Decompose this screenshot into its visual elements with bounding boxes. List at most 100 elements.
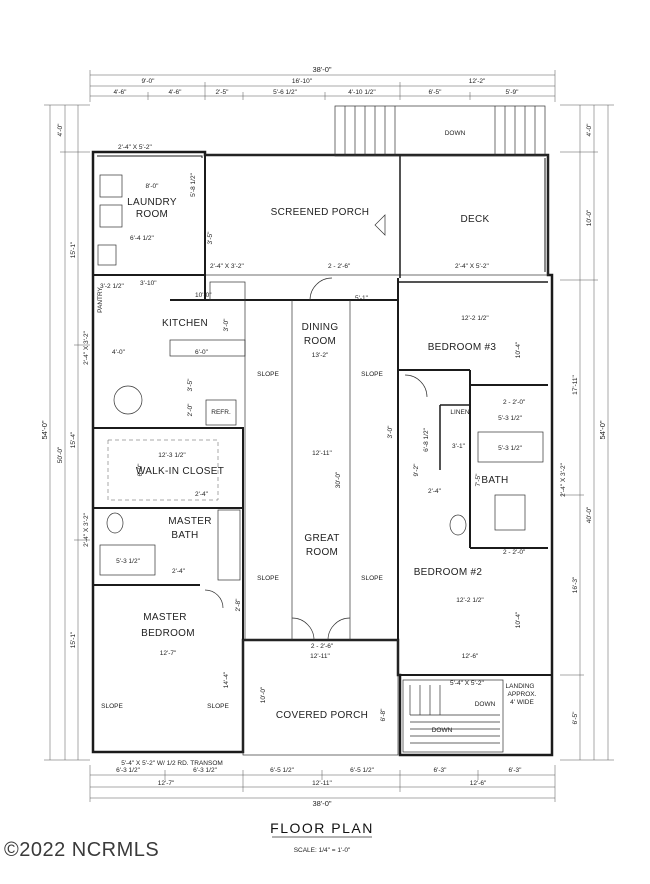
- dim-kitchen-e: 2'-0": [187, 403, 194, 417]
- dim-top-d4: 5'-6 1/2": [273, 89, 297, 96]
- dim-top-a: 9'-0": [142, 78, 156, 85]
- dim-porch-door: 2 - 2'-6": [328, 263, 351, 270]
- dim-r6: 2'-4": [428, 488, 442, 495]
- dim-win-2: 2'-4" X 3'-2": [210, 263, 245, 270]
- dim-bedroom3-door: 5'-1": [355, 295, 369, 302]
- dim-kitchen-d: 3'-5": [187, 378, 194, 392]
- note-slope-2: SLOPE: [361, 371, 383, 378]
- room-label-dining-2: ROOM: [304, 336, 336, 347]
- right-dimension-lines: [560, 104, 614, 761]
- dim-mb3: 2'-8": [235, 598, 242, 612]
- dim-r3: 3'-1": [452, 443, 466, 450]
- dim-laundry-h: 5'-8 1/2": [190, 172, 197, 196]
- dim-bot-c: 12'-6": [470, 780, 487, 787]
- dim-tub-3: 5'-3 1/2": [498, 415, 522, 422]
- laundry-sink: [97, 244, 117, 266]
- dim-kitchen-a: 4'-0": [112, 349, 126, 356]
- room-label-bedroom-2: BEDROOM #2: [414, 567, 483, 578]
- dim-covered-porch-d: 6'-8": [380, 708, 387, 722]
- dim-kitchen-c: 3'-0": [223, 318, 230, 332]
- note-slope-6: SLOPE: [207, 703, 229, 710]
- dim-down-window: 5'-4" X 5'-2": [450, 680, 485, 687]
- front-double-door: [291, 617, 351, 641]
- note-slope-4: SLOPE: [361, 575, 383, 582]
- dim-mb2: 2'-4": [172, 568, 186, 575]
- dim-bath-h: 7'-5": [475, 473, 482, 487]
- door-dining: [309, 277, 333, 301]
- dim-right-e: 16'-3": [572, 576, 579, 593]
- dim-tub-1: 5'-3 1/2": [116, 558, 140, 565]
- note-slope-1: SLOPE: [257, 371, 279, 378]
- dim-right-a: 4'-0": [586, 123, 593, 137]
- room-label-laundry: LAUNDRY: [127, 197, 177, 208]
- door-master: [204, 589, 224, 609]
- interior-walls: [92, 155, 552, 756]
- note-landing-2: APPROX.: [508, 691, 537, 698]
- dim-top-total: 38'-0": [312, 65, 331, 74]
- dim-right-b: 10'-0": [586, 209, 593, 226]
- dim-covered-porch-h: 10'-0": [260, 686, 267, 703]
- mls-watermark: ©2022 NCRMLS: [4, 839, 159, 861]
- dim-bot-d2: 6'-3 1/2": [193, 767, 217, 774]
- note-down-bottom-1: DOWN: [475, 701, 496, 708]
- dim-master-bed-w: 12'-7": [160, 650, 177, 657]
- bath-toilet: [449, 514, 467, 536]
- bottom-dimension-lines: [89, 765, 556, 802]
- dim-left-total: 54'-0": [40, 420, 49, 439]
- dim-r5: 6'-8 1/2": [423, 427, 430, 451]
- bath-tub: [477, 431, 544, 463]
- dim-dining-w: 13'-2": [312, 352, 329, 359]
- dim-left-b: 15'-1": [70, 241, 77, 258]
- note-transom: 5'-4" X 5'-2" W/ 1/2 RD. TRANSOM: [121, 760, 223, 767]
- note-landing: LANDING: [506, 683, 535, 690]
- dim-bedroom2-w2: 12'-6": [462, 653, 479, 660]
- room-label-laundry-2: ROOM: [136, 209, 168, 220]
- dim-win-1: 2'-4" X 5'-2": [118, 144, 153, 151]
- dim-top-d6: 6'-5": [429, 89, 443, 96]
- porch-deck-outline: [204, 154, 549, 276]
- top-stairs: [334, 105, 546, 157]
- dim-win-6: 2'-4" X 3'-2": [560, 462, 567, 497]
- dim-great-h: 30'-0": [335, 471, 342, 488]
- dim-bot-d6: 6'-3": [509, 767, 523, 774]
- dim-win-5: 2'-4" X 3'-2": [83, 512, 90, 547]
- room-label-master-bedroom-2: BEDROOM: [141, 628, 195, 639]
- dim-kitchen-b: 6'-0": [195, 349, 209, 356]
- dim-bot-total: 38'-0": [312, 799, 331, 808]
- dim-bot-d1: 6'-3 1/2": [116, 767, 140, 774]
- dryer: [99, 204, 123, 228]
- room-label-screened-porch: SCREENED PORCH: [271, 207, 370, 218]
- room-label-kitchen: KITCHEN: [162, 318, 208, 329]
- dim-laundry-d: 6'-4 1/2": [130, 235, 154, 242]
- bottom-stairs: [402, 679, 504, 753]
- dim-right-f: 6'-5": [572, 711, 579, 725]
- dim-mb4: 3'-5": [207, 231, 214, 245]
- refrigerator: [205, 399, 237, 426]
- dim-mb6: 3'-2 1/2": [100, 283, 124, 290]
- dim-left-e: 15'-1": [70, 631, 77, 648]
- dim-mb1: 2'-4": [195, 491, 209, 498]
- plan-scale: SCALE: 1/4" = 1'-0": [294, 847, 351, 854]
- dim-win-4: 2'-4" X 3'-2": [83, 330, 90, 365]
- room-label-refr: REFR.: [211, 409, 231, 416]
- dim-top-c: 12'-2": [469, 78, 486, 85]
- kitchen-island: [169, 339, 246, 357]
- dim-top-b: 16'-10": [292, 78, 313, 85]
- dim-mb5: 3'-10": [140, 280, 157, 287]
- master-vanity: [217, 509, 241, 581]
- dim-bedroom2-h: 10'-4": [515, 611, 522, 628]
- dim-bot-d3: 6'-5 1/2": [270, 767, 294, 774]
- dim-left-d: 15'-4": [70, 431, 77, 448]
- room-label-dining: DINING: [302, 322, 339, 333]
- dim-right-d: 17'-11": [572, 374, 579, 394]
- dim-master-bed-h: 14'-4": [223, 671, 230, 688]
- room-label-great-room: GREAT: [304, 533, 339, 544]
- dim-bot-d4: 6'-5 1/2": [350, 767, 374, 774]
- dim-r1: 2 - 2'-0": [503, 399, 526, 406]
- room-label-bath: BATH: [481, 475, 508, 486]
- note-slope-3: SLOPE: [257, 575, 279, 582]
- dim-win-3: 2'-4" X 5'-2": [455, 263, 490, 270]
- porch-door: [374, 214, 386, 236]
- dim-tub-2: 5'-3 1/2": [498, 445, 522, 452]
